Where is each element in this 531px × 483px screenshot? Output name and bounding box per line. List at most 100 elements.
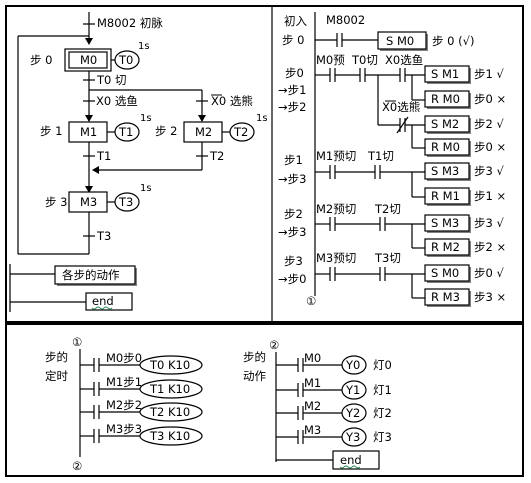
ladder-r3-left-a: 步2 (284, 207, 303, 221)
actions-end-box (332, 450, 380, 470)
action-coil (341, 403, 367, 423)
action-lamp-label: 灯3 (373, 430, 392, 444)
sfc-timer1-label: T1 (118, 125, 133, 139)
ladder-coil-box (424, 264, 470, 282)
ladder-r2-left-b: →步3 (278, 172, 306, 186)
ladder-coil-label: R M0 (431, 92, 460, 106)
sfc-timer2-bubble (229, 122, 255, 142)
ladder-coil-box (424, 162, 470, 180)
ladder-step0-check: 步 0 (√) (432, 34, 474, 48)
ladder-coil-note: 步1 × (474, 189, 506, 203)
timer-coil-label: T0 K10 (149, 358, 190, 372)
sfc-transition-x0-bear: X0 选熊 (211, 94, 253, 108)
timer-coil-label: T2 K10 (149, 405, 190, 419)
ladder-coil-box (424, 115, 470, 133)
ladder-coil-note: 步3 × (474, 290, 506, 304)
timer-contact-label: M3步3 (106, 422, 142, 436)
action-coil-label: Y2 (345, 406, 360, 420)
ladder-coil-label: R M0 (431, 140, 460, 154)
sfc-timer3-unit: 1s (140, 183, 152, 194)
action-lamp-label: 灯1 (373, 383, 392, 397)
timers-marker-top: ① (72, 335, 82, 349)
ladder-coil-box (424, 138, 470, 156)
sfc-step2-label: 步 2 (155, 124, 177, 138)
ladder-r4-left-b: →步0 (278, 272, 306, 286)
ladder-coil-note: 步2 × (474, 240, 506, 254)
timer-coil-label: T1 K10 (149, 382, 190, 396)
sfc-actions-box (54, 265, 136, 285)
ladder-coil-box (424, 90, 470, 108)
ladder-r4-left-a: 步3 (284, 254, 303, 268)
sfc-transition-x0-fish: X0 选鱼 (96, 94, 138, 108)
ladder-r2-c1: M1预切 (316, 149, 356, 163)
ladder-chart: ① 初入 步 0 M8002 S M0 步 0 (√) 步0 →步1 →步2 M… (271, 6, 506, 322)
ladder-coil-label: S M1 (431, 67, 459, 81)
ladder-coil-note: 步0 × (474, 140, 506, 154)
sfc-timer3-label: T3 (118, 195, 133, 209)
timers-title-b: 定时 (45, 369, 68, 383)
sfc-step1-id: M1 (80, 125, 97, 139)
sfc-step0-label: 步 0 (30, 53, 52, 67)
ladder-coil-note: 步3 √ (474, 164, 504, 178)
ladder-r1-x0-fish: X0选鱼 (385, 53, 423, 67)
timer-contact-label: M0步0 (106, 351, 142, 365)
ladder-init-label: 初入 (284, 14, 307, 28)
actions-title-b: 动作 (243, 369, 266, 383)
action-coil-label: Y0 (345, 358, 360, 372)
ladder-coil-note: 步0 √ (474, 266, 504, 280)
action-coil (341, 380, 367, 400)
sfc-timer1-bubble (114, 122, 140, 142)
top-panel-frame (5, 5, 524, 323)
ladder-coil-set-m0-init (377, 31, 427, 50)
sfc-timer0-unit: 1s (138, 41, 150, 52)
sfc-step3-label: 步 3 (45, 195, 67, 209)
ladder-coil-label: R M2 (431, 240, 460, 254)
ladder-coil-box (424, 214, 470, 232)
ladder-m8002-label: M8002 (326, 13, 365, 27)
ladder-r2-left-a: 步1 (284, 153, 303, 167)
timer-coil (139, 426, 203, 446)
ladder-coil-label: S M0 (431, 266, 459, 280)
sfc-actions-label: 各步的动作 (62, 268, 120, 282)
sfc-transition-t2: T2 (209, 149, 224, 163)
ladder-coil-note: 步0 × (474, 92, 506, 106)
action-coil-label: Y1 (345, 383, 360, 397)
ladder-coil-set-m0-init-label: S M0 (386, 34, 414, 48)
action-lamp-label: 灯0 (373, 358, 392, 372)
sfc-step1-label: 步 1 (40, 124, 62, 138)
ladder-coil-label: R M1 (431, 189, 460, 203)
sfc-end-box (85, 292, 133, 311)
ladder-coil-label: S M3 (431, 216, 459, 230)
ladder-r1-m0-pre: M0预 (316, 53, 345, 67)
sfc-timer1-unit: 1s (140, 113, 152, 124)
sfc-transition-t1: T1 (96, 149, 111, 163)
ladder-r2-c2: T1切 (367, 149, 394, 163)
timers-title-a: 步的 (45, 350, 68, 364)
ladder-coil-note: 步2 √ (474, 117, 504, 131)
ladder-r1-x0-bear: X0选熊 (382, 100, 420, 114)
action-contact-label: M2 (304, 399, 321, 413)
timer-contact-label: M2步2 (106, 398, 142, 412)
sfc-step3-id: M3 (80, 195, 97, 209)
ladder-coil-box (424, 238, 470, 256)
timer-contact-label: M1步1 (106, 375, 142, 389)
action-lamp-label: 灯2 (373, 406, 392, 420)
timers-marker-bottom: ② (72, 459, 82, 473)
sfc-timer3-bubble (114, 192, 140, 212)
actions-end-label: end (340, 453, 362, 467)
ladder-coil-note: 步1 √ (474, 67, 504, 81)
action-contact-label: M1 (304, 376, 321, 390)
action-contact-label: M0 (304, 351, 321, 365)
timer-coil (139, 379, 203, 399)
timer-coil (139, 355, 203, 375)
ladder-r1-t0-cut: T0切 (351, 53, 378, 67)
ladder-r4-c2: T3切 (374, 251, 401, 265)
ladder-coil-note: 步3 √ (474, 216, 504, 230)
ladder-r1-left-c: →步2 (278, 100, 306, 114)
